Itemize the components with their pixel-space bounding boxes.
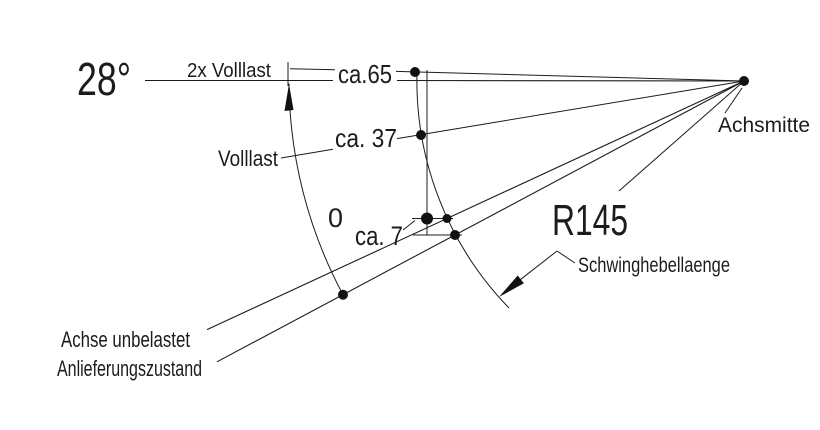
axle-line-unloaded: [206, 80, 745, 331]
dim-leader-ca7: [402, 220, 416, 231]
label-r145: R145: [552, 196, 628, 245]
dot-volllast-position: [416, 130, 426, 140]
dot-achsmitte: [739, 76, 749, 86]
axle-line-2x-volllast-right: [396, 79, 745, 82]
volllast-radial-left: [280, 148, 334, 159]
label-anlieferungszustand: Anlieferungszustand: [57, 356, 202, 381]
label-angle-28: 28°: [77, 53, 131, 105]
schwinghebellaenge-leader: [556, 250, 576, 264]
schwinghebellaenge-arrowhead-icon: [499, 275, 524, 297]
volllast-radial-right: [396, 80, 745, 140]
r145-dim-line-upper: [618, 80, 745, 192]
angle-arc-arrowhead-icon: [284, 84, 294, 111]
label-2x-volllast: 2x Volllast: [187, 60, 271, 82]
dot-unloaded-position: [442, 214, 452, 223]
arc-r145: [416, 70, 510, 309]
dot-zero-reference: [421, 212, 433, 225]
label-dim-zero: 0: [328, 203, 343, 233]
label-achsmitte: Achsmitte: [718, 114, 810, 137]
dim-leader-ca65-left: [289, 68, 336, 71]
dot-angle-arc-end: [338, 289, 348, 300]
dim-leader-ca65-right: [395, 70, 745, 82]
label-schwinghebellaenge: Schwinghebellaenge: [578, 254, 730, 277]
achsmitte-leader: [724, 87, 743, 114]
label-dim-ca37: ca. 37: [335, 123, 397, 153]
label-achse-unbelastet: Achse unbelastet: [61, 327, 190, 352]
axle-line-delivery-state: [216, 80, 745, 363]
dot-delivery-position: [450, 230, 460, 240]
dot-2x-volllast-position: [410, 67, 420, 77]
label-volllast: Volllast: [218, 146, 278, 171]
label-dim-ca65: ca.65: [338, 59, 392, 89]
label-dim-ca7: ca. 7: [355, 221, 403, 251]
